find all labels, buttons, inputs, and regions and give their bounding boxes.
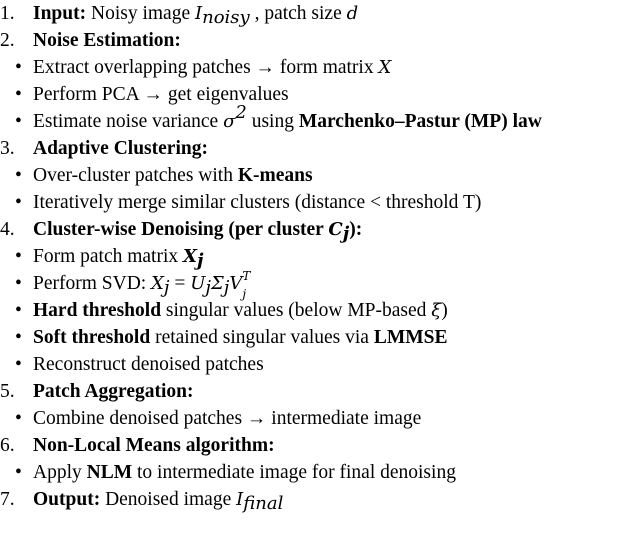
math-superscript: T <box>242 269 251 283</box>
math-symbol: C <box>328 219 343 240</box>
math-symbol: X <box>151 273 164 294</box>
bullet-text: Combine denoised patches → intermediate … <box>33 408 422 429</box>
math-symbol: V <box>229 273 243 294</box>
step-body: Denoised image <box>100 489 237 510</box>
bullet-icon: • <box>15 327 22 348</box>
math-symbol: σ <box>223 111 236 132</box>
text: to intermediate image for final denoisin… <box>132 462 456 483</box>
step-number: 1. <box>0 3 15 24</box>
bullet-icon: • <box>15 408 22 429</box>
text: Apply <box>33 462 87 483</box>
math-symbol: d <box>346 3 359 24</box>
step-body: Noisy image <box>86 3 195 24</box>
text: Over-cluster patches with <box>33 165 238 186</box>
step-text: Cluster-wise Denoising (per cluster Cj): <box>33 216 362 243</box>
math-subscript: noisy <box>202 7 250 28</box>
bold-text: Hard threshold <box>33 300 162 321</box>
bullet-text: Reconstruct denoised patches <box>33 354 264 375</box>
step-text: Non-Local Means algorithm: <box>33 432 275 459</box>
bullet-text: Hard threshold singular values (below MP… <box>33 297 448 324</box>
step-label: Adaptive Clustering: <box>33 138 208 159</box>
bullet-text: Extract overlapping patches → form matri… <box>33 54 391 81</box>
text: using <box>246 111 299 132</box>
bullet-text: Soft threshold retained singular values … <box>33 324 448 351</box>
bold-text: Marchenko–Pastur (MP) law <box>298 111 542 132</box>
text: retained singular values via <box>150 327 374 348</box>
math-subscript: j <box>163 277 170 298</box>
math-superscript: 2 <box>235 102 247 123</box>
bold-text: K-means <box>237 165 313 186</box>
step-number: 2. <box>0 30 15 51</box>
bullet-text: Perform PCA → get eigenvalues <box>33 84 289 105</box>
step-body: , patch size <box>249 3 347 24</box>
step-text: Adaptive Clustering: <box>33 135 208 162</box>
bullet-icon: • <box>15 354 22 375</box>
text: Form patch matrix <box>33 246 184 267</box>
math-subscript: j <box>242 287 247 301</box>
math-symbol: X <box>378 57 392 78</box>
step-number: 4. <box>0 219 15 240</box>
math-subscript: j <box>205 277 212 298</box>
step-number: 3. <box>0 138 15 159</box>
bold-text: LMMSE <box>373 327 448 348</box>
math-symbol: X <box>183 246 197 267</box>
text: Extract overlapping patches → form matri… <box>33 57 379 78</box>
math-symbol: I <box>236 489 244 510</box>
step-label: Patch Aggregation: <box>33 381 194 402</box>
bullet-text: Over-cluster patches with K-means <box>33 162 313 189</box>
bullet-icon: • <box>15 246 22 267</box>
bullet-icon: • <box>15 165 22 186</box>
step-label: Input: <box>33 3 87 24</box>
bullet-icon: • <box>15 462 22 483</box>
bullet-text: Iteratively merge similar clusters (dist… <box>33 192 482 213</box>
math-subscript: j <box>196 250 204 271</box>
step-number: 7. <box>0 489 15 510</box>
math-symbol: ξ <box>431 300 442 321</box>
math-subscript: j <box>342 223 350 244</box>
math-subscript: final <box>243 493 284 514</box>
bold-text: Soft threshold <box>33 327 151 348</box>
step-number: 6. <box>0 435 15 456</box>
bullet-icon: • <box>15 192 22 213</box>
math-symbol: I <box>194 3 203 24</box>
bullet-text: Apply NLM to intermediate image for fina… <box>33 459 456 486</box>
step-label: Output: <box>33 489 101 510</box>
text: Estimate noise variance <box>33 111 224 132</box>
step-text: Output: Denoised image Ifinal <box>33 486 283 513</box>
bold-text: NLM <box>86 462 133 483</box>
step-label: Cluster-wise Denoising (per cluster <box>33 219 329 240</box>
bullet-icon: • <box>15 300 22 321</box>
step-number: 5. <box>0 381 15 402</box>
bullet-icon: • <box>15 111 22 132</box>
step-text: Noise Estimation: <box>33 27 181 54</box>
bullet-icon: • <box>15 57 22 78</box>
step-label: Noise Estimation: <box>33 30 181 51</box>
text: ) <box>441 300 448 321</box>
math-operator: = <box>169 273 191 294</box>
text: Perform SVD: <box>33 273 152 294</box>
text: singular values (below MP-based <box>161 300 432 321</box>
bullet-text: Estimate noise variance σ2 using Marchen… <box>33 104 542 135</box>
step-label: Non-Local Means algorithm: <box>33 435 275 456</box>
math-symbol: U <box>190 273 206 294</box>
math-symbol: Σ <box>211 273 224 294</box>
bullet-icon: • <box>15 84 22 105</box>
math-subscript: j <box>223 277 230 298</box>
step-label-end: ): <box>349 219 363 240</box>
step-text: Patch Aggregation: <box>33 378 194 405</box>
step-text: Input: Noisy image Inoisy , patch size d <box>33 0 358 27</box>
bullet-text: Form patch matrix Xj <box>33 243 204 270</box>
bullet-icon: • <box>15 273 22 294</box>
